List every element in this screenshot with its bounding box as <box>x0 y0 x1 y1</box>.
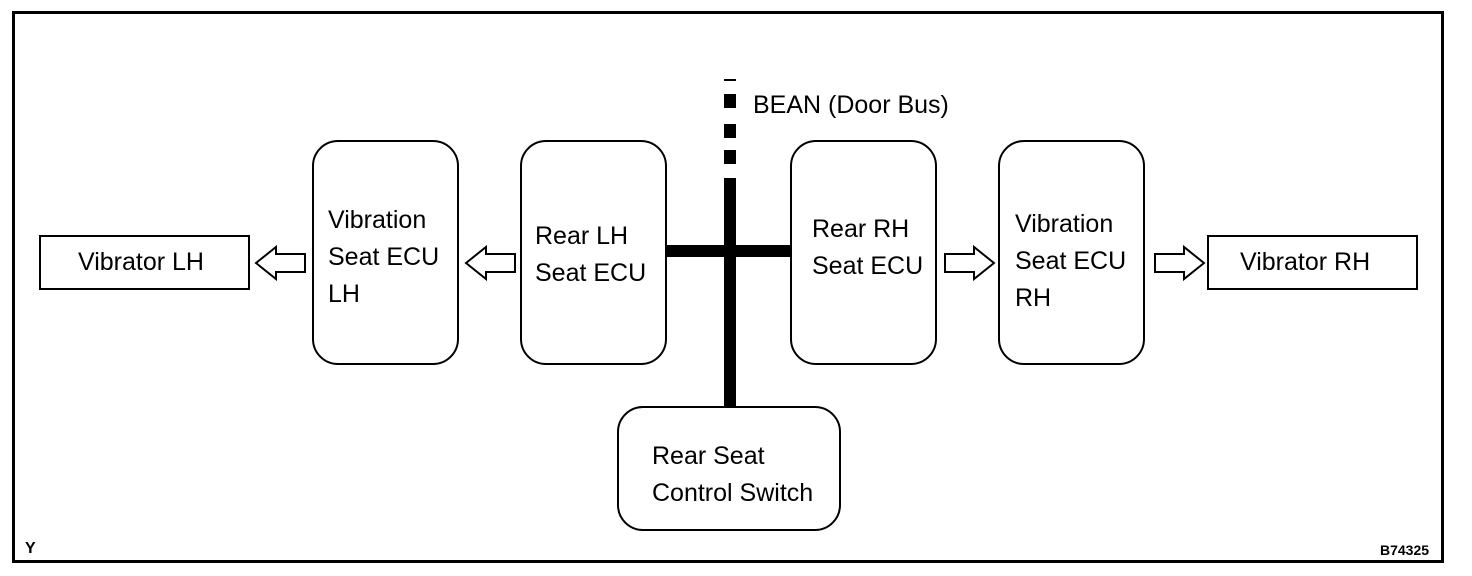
switch-line-1: Rear Seat <box>652 442 765 470</box>
rear-seat-control-switch-block: Rear Seat Control Switch <box>617 406 841 531</box>
vibrator-lh-label: Vibrator LH <box>78 248 204 276</box>
arrow-to-vib-ecu-lh <box>464 244 516 282</box>
switch-line-2: Control Switch <box>652 479 814 507</box>
vib-ecu-rh-line-1: Vibration <box>1015 210 1114 238</box>
vibrator-rh-block: Vibrator RH <box>1207 235 1418 290</box>
rear-lh-seat-ecu-block: Rear LH Seat ECU <box>520 140 667 365</box>
vib-ecu-rh-line-2: Seat ECU <box>1015 247 1127 275</box>
vib-ecu-lh-line-1: Vibration <box>328 206 427 234</box>
seat-ecu-connector-line <box>666 245 792 257</box>
rear-lh-line-1: Rear LH <box>535 222 629 250</box>
diagram-frame <box>12 11 1444 563</box>
bean-bus-solid-line <box>724 178 736 408</box>
arrow-to-vib-ecu-rh <box>944 244 996 282</box>
vib-ecu-lh-line-3: LH <box>328 280 360 308</box>
rear-rh-line-1: Rear RH <box>812 215 910 243</box>
bean-bus-dashed-line <box>724 79 736 164</box>
bean-bus-label: BEAN (Door Bus) <box>753 91 949 119</box>
vib-ecu-rh-line-3: RH <box>1015 284 1052 312</box>
vibrator-rh-label: Vibrator RH <box>1240 248 1371 276</box>
vibration-seat-ecu-rh-block: Vibration Seat ECU RH <box>998 140 1145 365</box>
corner-mark-left: Y <box>25 540 36 557</box>
vib-ecu-lh-line-2: Seat ECU <box>328 243 440 271</box>
vibration-seat-ecu-lh-block: Vibration Seat ECU LH <box>312 140 459 365</box>
vibrator-lh-block: Vibrator LH <box>39 235 250 290</box>
rear-rh-seat-ecu-block: Rear RH Seat ECU <box>790 140 937 365</box>
figure-code: B74325 <box>1380 542 1430 558</box>
rear-lh-line-2: Seat ECU <box>535 259 647 287</box>
rear-rh-line-2: Seat ECU <box>812 252 924 280</box>
arrow-to-vibrator-lh <box>254 244 306 282</box>
arrow-to-vibrator-rh <box>1154 244 1206 282</box>
